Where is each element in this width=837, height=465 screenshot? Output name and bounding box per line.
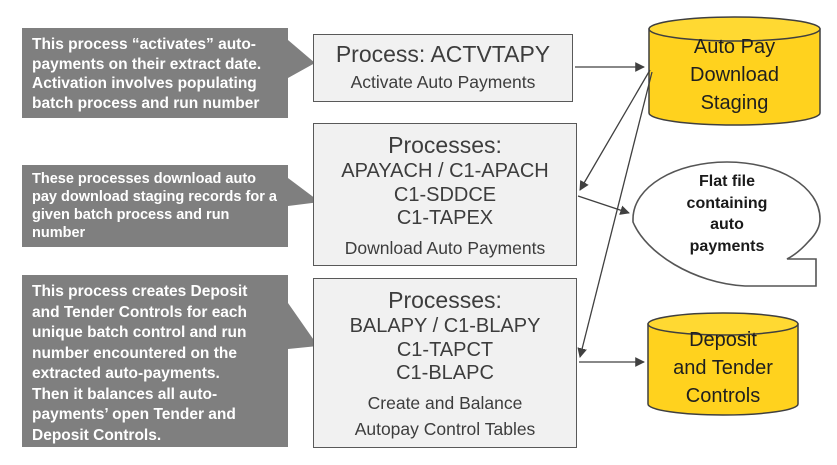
callout-pointer-1: [288, 40, 315, 78]
process-box-caption: Activate Auto Payments: [350, 72, 536, 92]
process-box-title: Processes:: [388, 287, 502, 313]
callout-activate-note: This process “activates” auto- payments …: [22, 28, 288, 118]
process-code: C1-BLAPC: [396, 362, 494, 384]
datastore-label-deposit-tender: Deposit and Tender Controls: [673, 329, 773, 407]
process-code: C1-TAPEX: [396, 207, 494, 229]
datastore-label-auto-pay-staging: Auto Pay Download Staging: [690, 36, 779, 114]
flat-file-shape: [632, 161, 821, 287]
process-box-download: Processes: APAYACH / C1-APACH C1-SDDCE C…: [313, 123, 577, 266]
process-code: APAYACH / C1-APACH: [341, 160, 549, 182]
callout-pointer-2: [288, 178, 320, 206]
process-box-caption: Download Auto Payments: [344, 237, 546, 258]
process-box-caption: Create and Balance: [367, 392, 523, 413]
callout-pointer-3: [288, 303, 318, 349]
process-box-title: Processes:: [388, 132, 502, 158]
process-box-balance: Processes: BALAPY / C1-BLAPY C1-TAPCT C1…: [313, 278, 577, 448]
process-box-activate: Process: ACTVTAPY Activate Auto Payments: [313, 34, 573, 102]
process-code: C1-TAPCT: [396, 338, 494, 361]
process-code: C1-SDDCE: [393, 183, 497, 206]
callout-download-note: These processes download auto pay downlo…: [22, 165, 288, 247]
process-box-title: Process: ACTVTAPY: [335, 41, 551, 67]
flat-file-label: Flat file containing auto payments: [686, 173, 768, 255]
callout-balance-note: This process creates Deposit and Tender …: [22, 275, 288, 447]
process-code: BALAPY / C1-BLAPY: [349, 315, 541, 337]
datastore-cylinder-auto-pay-staging: [648, 16, 821, 126]
process-box-caption: Autopay Control Tables: [354, 418, 536, 439]
